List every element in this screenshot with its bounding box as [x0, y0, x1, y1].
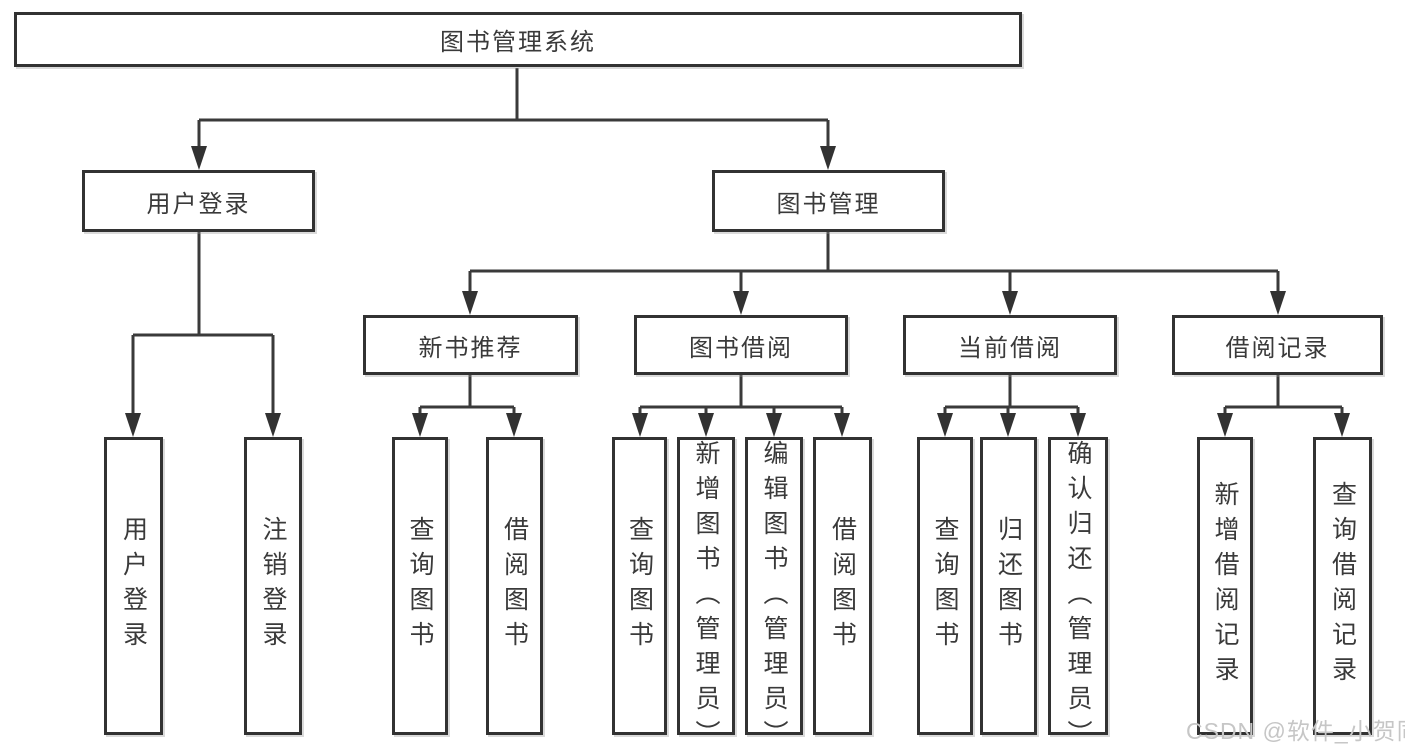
- node-leaf-query-books: 查询图书: [612, 437, 667, 735]
- node-label: 查询借阅记录: [1328, 481, 1357, 691]
- node-book-borrowing: 图书借阅: [634, 315, 848, 375]
- node-new-book-recommendation: 新书推荐: [363, 315, 578, 375]
- node-label: 查询图书: [406, 516, 434, 656]
- csdn-watermark: CSDN @软件_小贺同学: [1186, 718, 1405, 744]
- node-label: 图书管理: [776, 190, 881, 218]
- node-book-management: 图书管理: [712, 170, 945, 232]
- node-leaf-borrow-books: 借阅图书: [813, 437, 872, 735]
- node-label: 新书推荐: [418, 334, 523, 362]
- node-leaf-return-books: 归还图书: [980, 437, 1037, 735]
- node-label: 新增借阅记录: [1211, 481, 1239, 691]
- node-leaf-edit-books-admin: 编辑图书（管理员）: [745, 437, 803, 747]
- node-leaf-add-books-admin: 新增图书（管理员）: [677, 437, 735, 747]
- node-label: 确认归还（管理员）: [1064, 440, 1092, 747]
- node-leaf-user-login: 用户登录: [104, 437, 163, 735]
- node-root: 图书管理系统: [14, 12, 1022, 67]
- node-label: 归还图书: [994, 516, 1023, 656]
- node-leaf-add-borrow-record: 新增借阅记录: [1197, 437, 1253, 735]
- node-label: 借阅图书: [828, 516, 857, 656]
- node-label: 借阅图书: [500, 516, 529, 656]
- node-label: 编辑图书（管理员）: [760, 440, 788, 747]
- node-user-login: 用户登录: [82, 170, 315, 232]
- node-leaf-query-books: 查询图书: [392, 437, 448, 735]
- node-label: 当前借阅: [958, 334, 1062, 362]
- node-current-borrowing: 当前借阅: [903, 315, 1117, 375]
- node-label: 图书借阅: [689, 334, 793, 362]
- node-leaf-logout: 注销登录: [244, 437, 302, 735]
- node-leaf-query-books: 查询图书: [917, 437, 973, 735]
- node-leaf-query-borrow-record: 查询借阅记录: [1313, 437, 1372, 735]
- node-label: 借阅记录: [1225, 334, 1330, 362]
- node-borrowing-records: 借阅记录: [1172, 315, 1383, 375]
- node-label: 查询图书: [625, 516, 654, 656]
- node-label: 用户登录: [146, 190, 251, 218]
- node-label: 注销登录: [259, 516, 287, 656]
- node-leaf-borrow-books: 借阅图书: [486, 437, 543, 735]
- node-label: 新增图书（管理员）: [692, 440, 720, 747]
- node-label: 图书管理系统: [440, 29, 596, 56]
- node-label: 查询图书: [931, 516, 959, 656]
- node-label: 用户登录: [119, 516, 148, 656]
- node-leaf-confirm-return-admin: 确认归还（管理员）: [1048, 437, 1108, 747]
